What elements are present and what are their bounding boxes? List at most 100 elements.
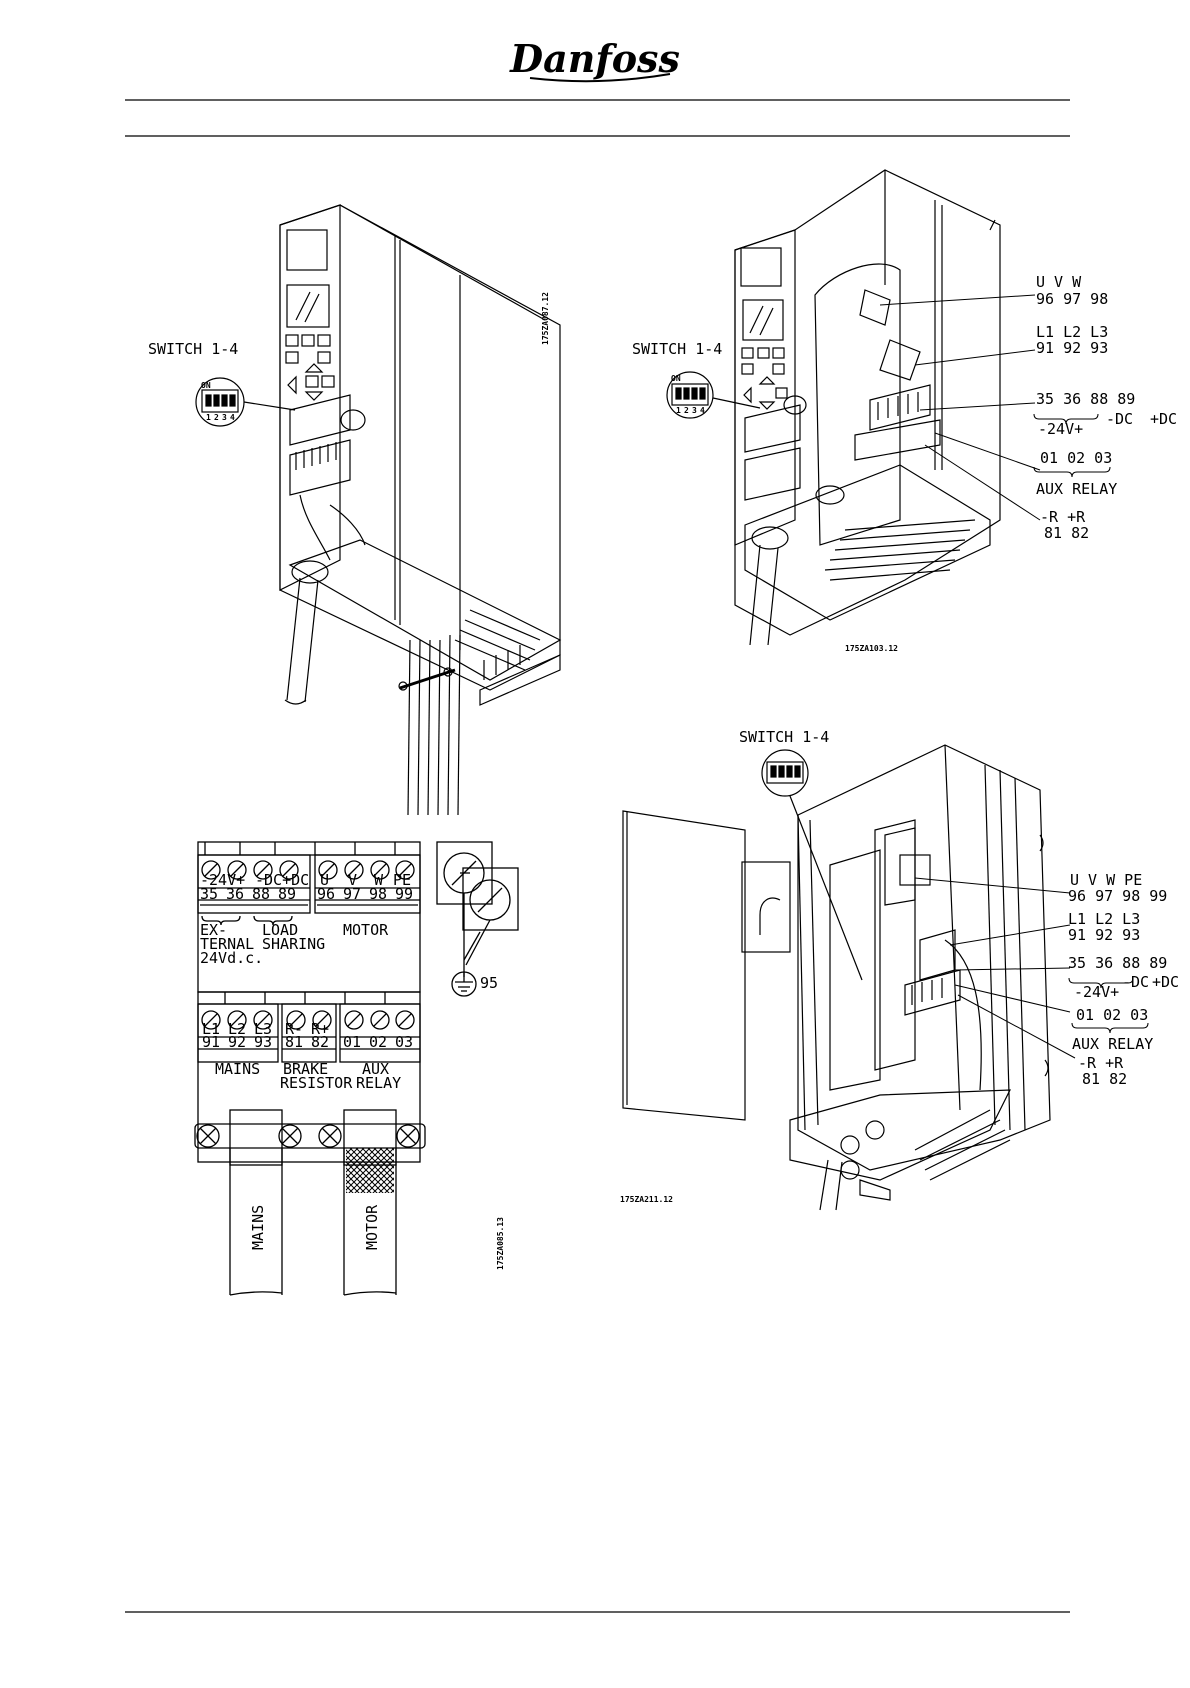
fig-b-dc-nums: 35 36 88 89 <box>1036 390 1135 408</box>
fig-b-mains-nums: 91 92 93 <box>1036 339 1108 357</box>
fig-b-relay-nums: 01 02 03 <box>1040 449 1112 467</box>
fig-c-sign-v: V <box>348 871 357 889</box>
switch-number: 1 <box>676 406 681 415</box>
fig-c-relay: RELAY <box>356 1074 401 1092</box>
fig-c-sign-r-minus: R- <box>285 1020 303 1038</box>
fig-c-sign-u: U <box>320 871 329 889</box>
fig-d-callout-leaders <box>914 877 1149 1059</box>
fig-d-switch-label: SWITCH 1-4 <box>739 728 829 746</box>
fig-c-drawing-code: 175ZA085.13 <box>496 1217 505 1270</box>
bottom-screws <box>201 1010 415 1030</box>
fig-c-num-82: 82 <box>311 1033 329 1051</box>
switch-number: 4 <box>230 413 235 422</box>
switch-number: 3 <box>222 413 227 422</box>
fig-b-switch-label: SWITCH 1-4 <box>632 340 722 358</box>
fig-c-motor: MOTOR <box>343 921 389 939</box>
switch-number: 1 <box>206 413 211 422</box>
switch-number: 4 <box>700 406 705 415</box>
fig-c-num-96: 96 <box>317 885 335 903</box>
fig-b-brake-nums: 81 82 <box>1044 524 1089 542</box>
fig-c-num-36: 36 <box>226 885 244 903</box>
brand-logo: Danfoss <box>509 36 680 83</box>
fig-b-relay-name: AUX RELAY <box>1036 480 1117 498</box>
switch-number: 3 <box>692 406 697 415</box>
fig-c-sign-l3: L3 <box>254 1020 272 1038</box>
fig-c-num-81: 81 <box>285 1033 303 1051</box>
fig-b-callout-leaders <box>879 294 1111 521</box>
fig-b-brake-names: -R +R <box>1040 508 1086 526</box>
fig-b-dc-minus: -DC <box>1106 410 1133 428</box>
fig-b-uvw-nums: 96 97 98 <box>1036 290 1108 308</box>
figure-b-open-unit <box>734 169 1001 646</box>
fig-c-sharing: SHARING <box>262 935 325 953</box>
fig-d-dc-nums: 35 36 88 89 <box>1068 954 1167 972</box>
fig-b-switch-icon <box>666 371 761 419</box>
brand-logo-text: Danfoss <box>509 36 680 81</box>
fig-c-num-99: 99 <box>395 885 413 903</box>
fig-a-switch-label: SWITCH 1-4 <box>148 340 238 358</box>
fig-c-cable-motor: MOTOR <box>363 1204 381 1250</box>
figure-a-compact-unit <box>279 204 562 816</box>
fig-c-earth-95: 95 <box>480 974 498 992</box>
fig-c-num-88: 88 <box>252 885 270 903</box>
fig-a-switch-icon <box>195 377 296 427</box>
fig-d-brake-names: -R +R <box>1078 1054 1124 1072</box>
fig-c-num-02: 02 <box>369 1033 387 1051</box>
fig-b-mains-names: L1 L2 L3 <box>1036 323 1108 341</box>
fig-d-mains-names: L1 L2 L3 <box>1068 910 1140 928</box>
fig-c-labels: -24V+ -DC+DC 35 36 88 89 EX- TERNAL 24Vd… <box>200 871 505 1270</box>
fig-d-dc-minus: -DC <box>1122 973 1149 991</box>
fig-b-drawing-code: 175ZA103.12 <box>845 644 898 653</box>
fig-c-num-89: 89 <box>278 885 296 903</box>
fig-d-switch-icon <box>761 749 863 981</box>
fig-d-callouts: U V W PE 96 97 98 99 L1 L2 L3 91 92 93 3… <box>1068 871 1179 1088</box>
fig-c-num-35: 35 <box>200 885 218 903</box>
top-screws <box>201 860 415 880</box>
fig-c-num-91: 91 <box>202 1033 220 1051</box>
fig-d-dc-plus: +DC <box>1152 973 1179 991</box>
fig-d-uvw-names: U V W PE <box>1070 871 1142 889</box>
fig-c-sign-w: W <box>374 871 384 889</box>
fig-a-switch-on: ON <box>201 381 211 390</box>
fig-a-drawing-code: 175ZA087.12 <box>541 292 550 345</box>
fig-b-dc-24v: -24V+ <box>1038 420 1083 438</box>
fig-d-relay-name: AUX RELAY <box>1072 1035 1153 1053</box>
fig-d-mains-nums: 91 92 93 <box>1068 926 1140 944</box>
fig-c-sign-l1: L1 <box>202 1020 220 1038</box>
fig-c-cable-mains: MAINS <box>249 1205 267 1250</box>
fig-c-resistor: RESISTOR <box>280 1074 353 1092</box>
fig-c-num-98: 98 <box>369 885 387 903</box>
fig-c-aux: AUX <box>362 1060 389 1078</box>
fig-d-brake-nums: 81 82 <box>1082 1070 1127 1088</box>
fig-c-external-2: TERNAL <box>200 935 254 953</box>
fig-c-sign-l2: L2 <box>228 1020 246 1038</box>
fig-c-sign-pe: PE <box>393 871 411 889</box>
fig-c-external-3: 24Vd.c. <box>200 949 263 967</box>
figure-d-large-unit <box>622 744 1051 1211</box>
fig-c-external-1: EX- <box>200 921 227 939</box>
fig-c-load: LOAD <box>262 921 298 939</box>
fig-c-num-93: 93 <box>254 1033 272 1051</box>
fig-c-brake: BRAKE <box>283 1060 328 1078</box>
fig-c-sign-24v: -24V+ <box>200 871 245 889</box>
fig-c-num-01: 01 <box>343 1033 361 1051</box>
fig-c-mains: MAINS <box>215 1060 260 1078</box>
fig-c-sign-dc: -DC+DC <box>255 871 309 889</box>
fig-d-uvw-nums: 96 97 98 99 <box>1068 887 1167 905</box>
fig-d-relay-nums: 01 02 03 <box>1076 1006 1148 1024</box>
fig-c-num-03: 03 <box>395 1033 413 1051</box>
switch-number: 2 <box>214 413 219 422</box>
fig-b-uvw-names: U V W <box>1036 273 1082 291</box>
fig-c-sign-r-plus: R+ <box>311 1020 329 1038</box>
fig-b-dc-plus: +DC <box>1150 410 1177 428</box>
fig-b-callouts: U V W 96 97 98 L1 L2 L3 91 92 93 35 36 8… <box>1036 273 1177 542</box>
fig-c-num-92: 92 <box>228 1033 246 1051</box>
fig-d-dc-24v: -24V+ <box>1074 983 1119 1001</box>
fig-d-drawing-code: 175ZA211.12 <box>620 1195 673 1204</box>
fig-c-num-97: 97 <box>343 885 361 903</box>
fig-b-switch-on: ON <box>671 374 681 383</box>
switch-number: 2 <box>684 406 689 415</box>
figure-c-terminal-layout <box>194 841 519 1296</box>
